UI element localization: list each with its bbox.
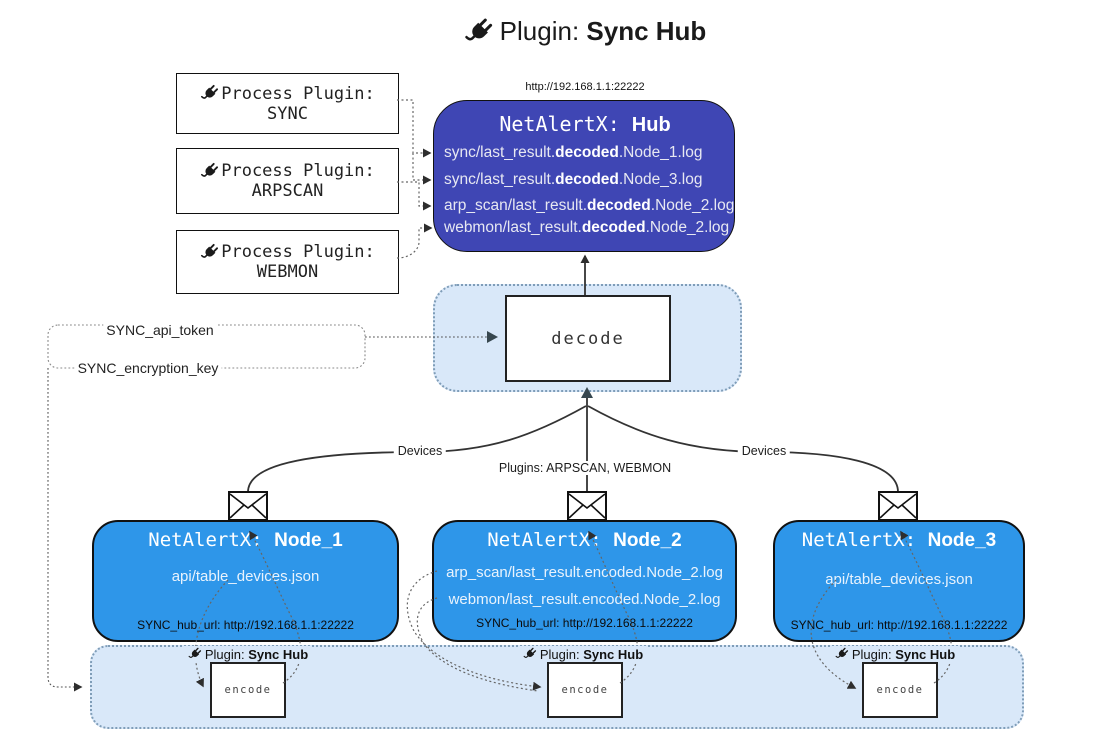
hub-title: NetAlertX: Hub — [499, 112, 671, 136]
sync-api-token-label: SYNC_api_token — [103, 322, 217, 338]
plug-icon — [835, 647, 849, 661]
process-plugin-name: ARPSCAN — [251, 181, 324, 201]
hub-log-row: webmon/last_result.decoded.Node_2.log — [444, 219, 730, 236]
plugins-edge-label: Plugins: ARPSCAN, WEBMON — [494, 461, 676, 475]
process-to-hub-links — [396, 99, 433, 259]
node-file-row: api/table_devices.json — [171, 568, 320, 585]
hub-url-label: http://192.168.1.1:22222 — [525, 81, 645, 93]
node-hub-url: SYNC_hub_url: http://192.168.1.1:22222 — [790, 618, 1008, 632]
band-plugin-label: Plugin: Sync Hub — [830, 646, 960, 662]
hub-box — [433, 100, 735, 252]
process-plugin-box-webmon: Process Plugin: WEBMON — [176, 230, 399, 294]
node-title: NetAlertX: Node_2 — [487, 529, 682, 551]
node-title: NetAlertX: Node_1 — [148, 529, 343, 551]
node-file-row: api/table_devices.json — [825, 571, 973, 588]
encode-step: encode — [547, 662, 623, 718]
plug-icon — [200, 84, 219, 103]
plug-icon — [188, 647, 202, 661]
node-file-row: webmon/last_result.encoded.Node_2.log — [448, 591, 721, 608]
envelope-icon — [878, 491, 918, 521]
node-hub-url: SYNC_hub_url: http://192.168.1.1:22222 — [476, 616, 693, 630]
band-plugin-label: Plugin: Sync Hub — [518, 646, 648, 662]
node-1-box: NetAlertX: Node_1 api/table_devices.json… — [92, 520, 399, 642]
node-to-decode-curves — [247, 387, 899, 493]
node-hub-url: SYNC_hub_url: http://192.168.1.1:22222 — [137, 618, 354, 632]
envelope-icon — [228, 491, 268, 521]
devices-edge-label: Devices — [737, 444, 791, 458]
process-plugin-label: Process Plugin: — [221, 161, 375, 181]
node-title: NetAlertX: Node_3 — [801, 529, 997, 551]
decode-step: decode — [505, 295, 671, 382]
node-2-box: NetAlertX: Node_2 arp_scan/last_result.e… — [432, 520, 737, 642]
process-plugin-box-sync: Process Plugin: SYNC — [176, 73, 399, 134]
sync-encryption-key-label: SYNC_encryption_key — [74, 360, 222, 376]
node-3-box: NetAlertX: Node_3 api/table_devices.json… — [773, 520, 1025, 642]
process-plugin-label: Process Plugin: — [221, 83, 375, 104]
plug-icon — [464, 17, 494, 47]
process-plugin-name: WEBMON — [256, 262, 319, 282]
page-title: Plugin: Sync Hub — [464, 16, 706, 47]
plug-icon — [523, 647, 537, 661]
plug-icon — [200, 162, 219, 181]
devices-edge-label: Devices — [393, 444, 447, 458]
encode-step: encode — [862, 662, 938, 718]
hub-log-row: arp_scan/last_result.decoded.Node_2.log — [444, 197, 735, 214]
encode-step: encode — [210, 662, 286, 718]
hub-log-row: sync/last_result.decoded.Node_3.log — [444, 171, 703, 188]
hub-log-row: sync/last_result.decoded.Node_1.log — [444, 144, 703, 161]
process-plugin-box-arpscan: Process Plugin: ARPSCAN — [176, 148, 399, 214]
node-file-row: arp_scan/last_result.encoded.Node_2.log — [446, 564, 723, 581]
process-plugin-label: Process Plugin: — [221, 242, 375, 262]
band-plugin-label: Plugin: Sync Hub — [183, 646, 313, 662]
process-plugin-name: SYNC — [267, 103, 308, 124]
envelope-icon — [567, 491, 607, 521]
plug-icon — [200, 243, 219, 262]
